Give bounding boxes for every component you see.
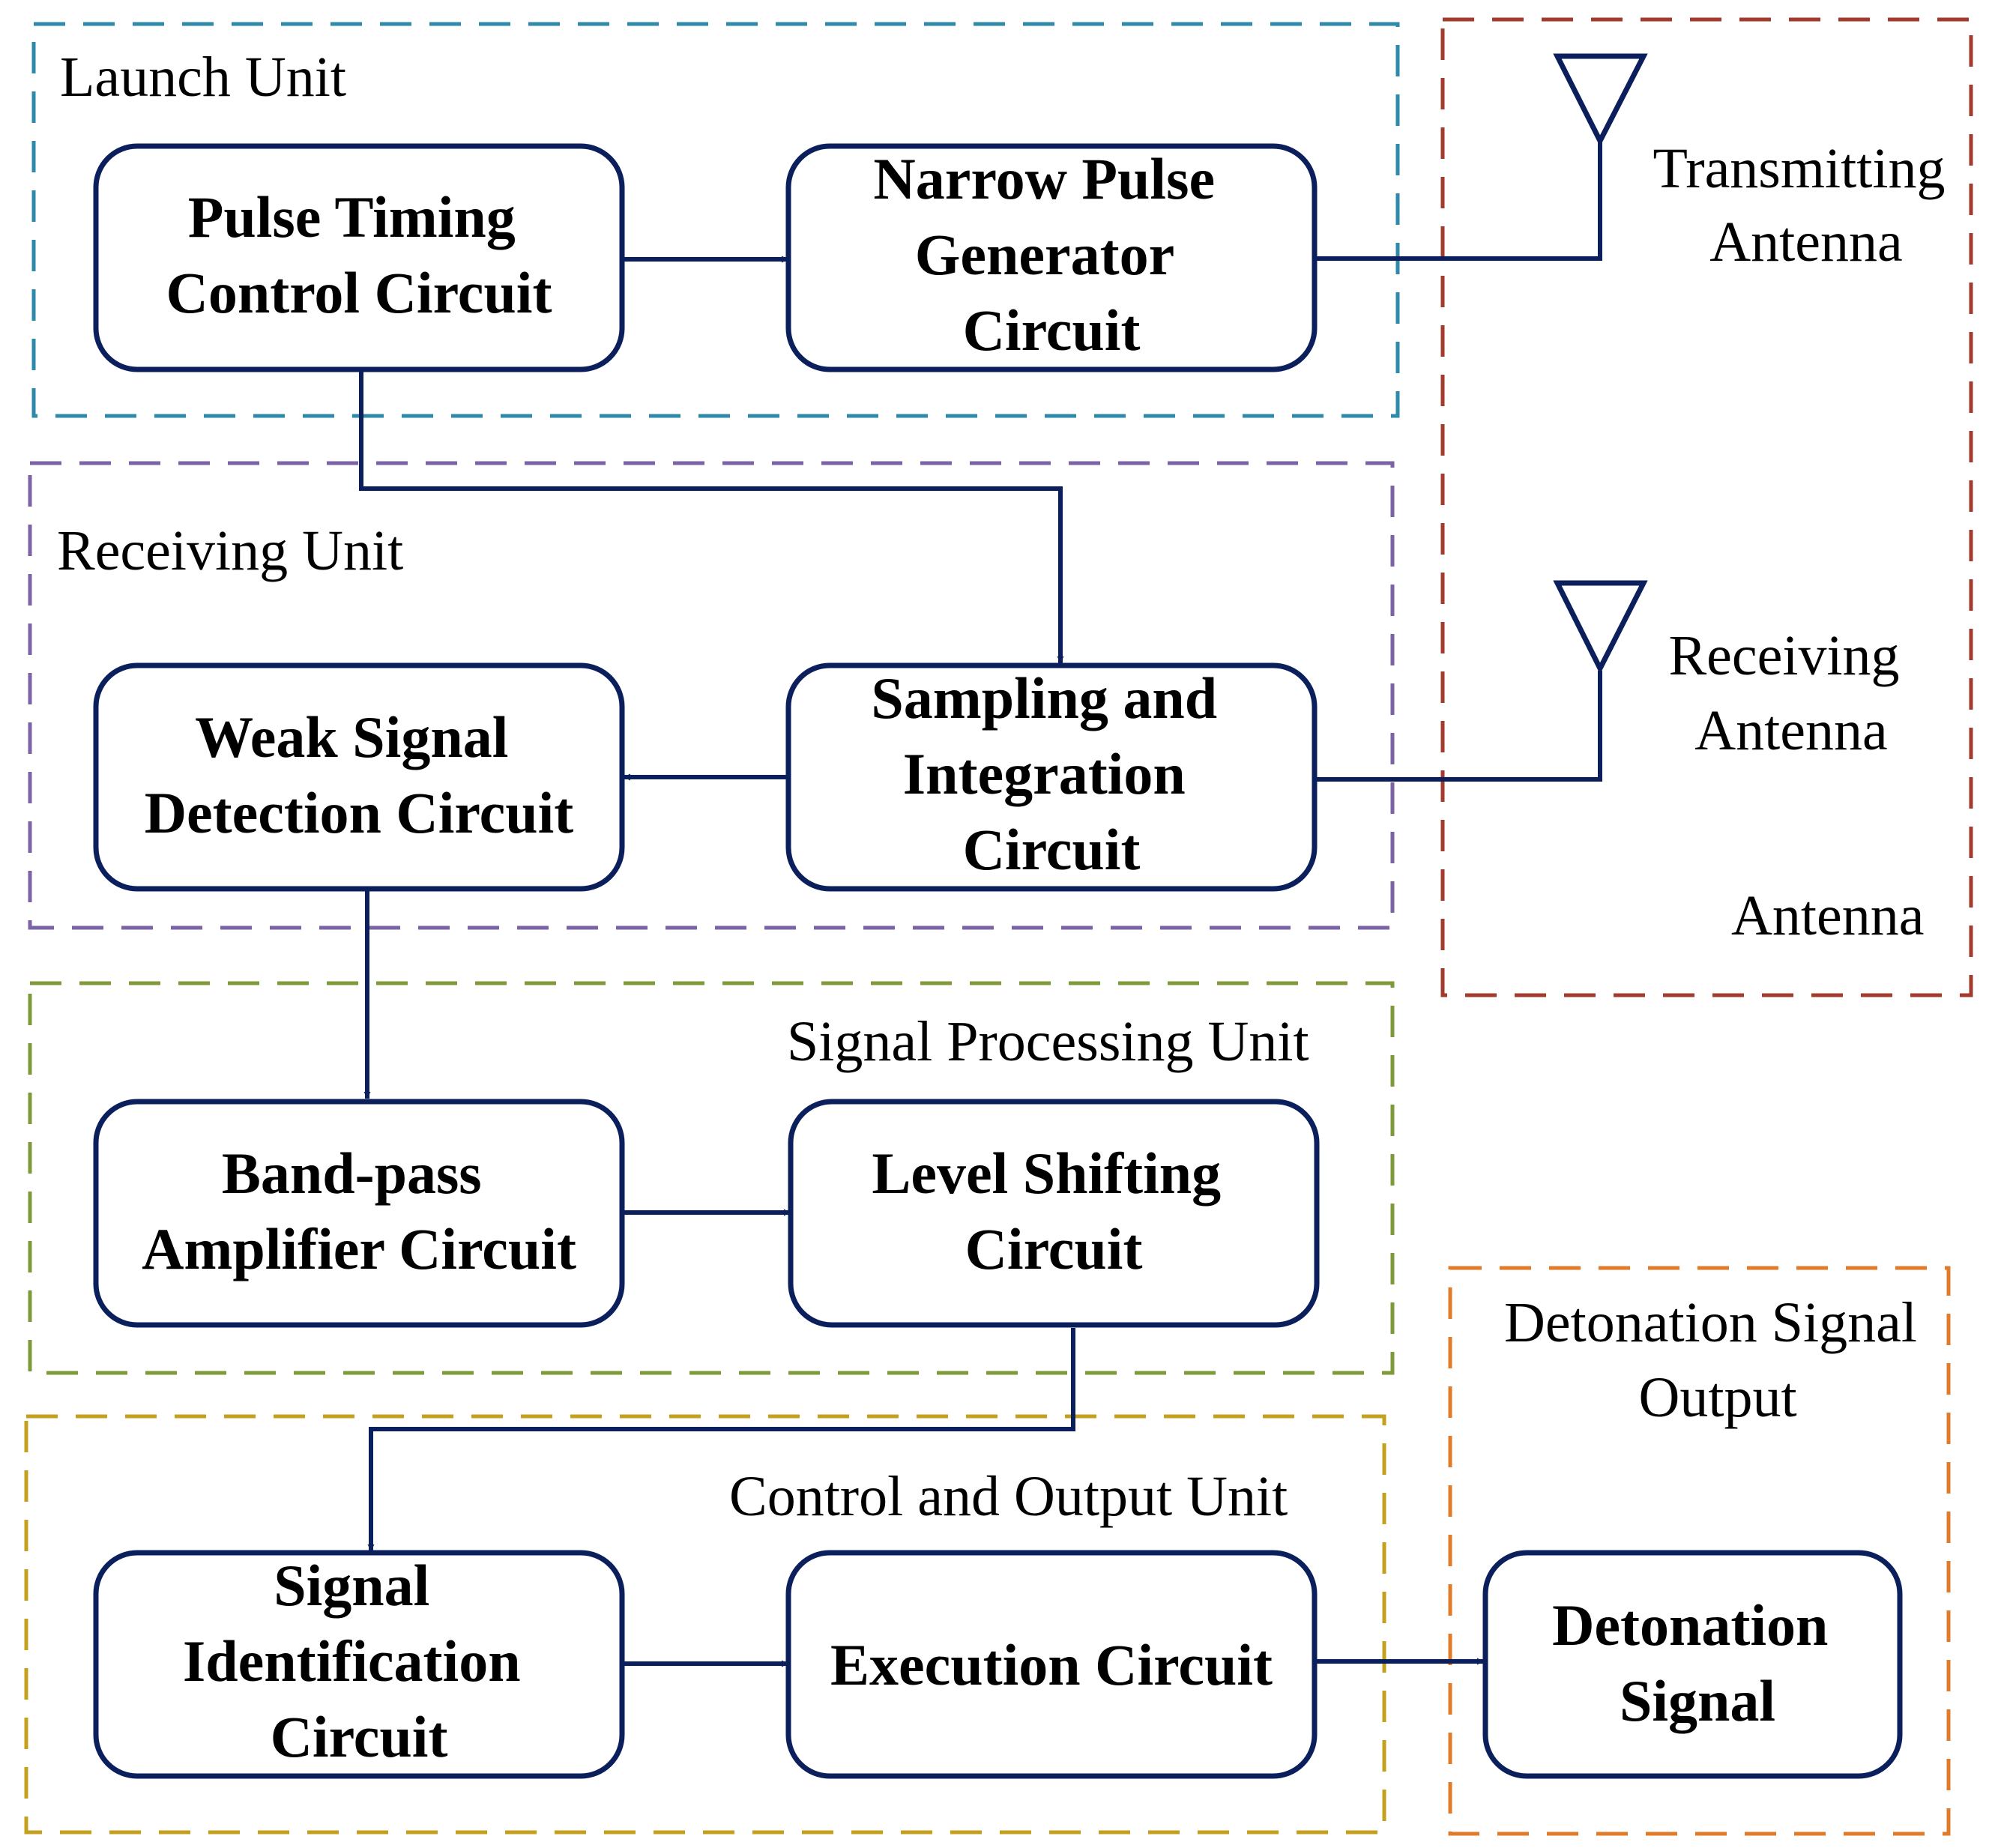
level-shifting-block: Level Shifting Circuit — [788, 1099, 1320, 1328]
bandpass-amplifier-block: Band-pass Amplifier Circuit — [93, 1099, 625, 1328]
execution-line-1: Execution Circuit — [830, 1632, 1273, 1697]
sampling-line-1: Sampling and — [871, 665, 1217, 731]
narrow-pulse-generator-block: Narrow Pulse Generator Circuit — [785, 143, 1318, 372]
wire-rx-antenna-to-sampling — [1315, 671, 1602, 782]
wire-narrow-to-tx-antenna — [1315, 142, 1602, 261]
svg-text:Detonation Signal: Detonation Signal — [1552, 1592, 1843, 1733]
receiving-antenna-label: Receiving Antenna — [1668, 624, 1913, 762]
sampling-line-3: Circuit — [963, 817, 1141, 882]
transmitting-antenna-label: Transmitting Antenna — [1653, 137, 1960, 274]
receiving-antenna-label-line-1: Receiving — [1668, 624, 1899, 687]
svg-text:Weak Signal Detection Ci: Weak Signal Detection Circuit — [145, 704, 574, 845]
svg-text:Execution Circuit: Execution Circuit — [830, 1632, 1273, 1697]
detonation-output-label: Detonation Signal Output — [1504, 1291, 1931, 1429]
signal-identification-line-1: Signal — [274, 1553, 429, 1618]
transmitting-antenna-label-line-2: Antenna — [1709, 211, 1902, 274]
signal-identification-block: Signal Identification Circuit — [93, 1550, 625, 1779]
signal-processing-unit-frame — [28, 981, 1395, 1375]
detonation-line-1: Detonation — [1552, 1592, 1828, 1658]
svg-text:Level Shifting Circuit: Level Shifting Circuit — [872, 1141, 1235, 1281]
svg-text:Pulse Timing Control Cir: Pulse Timing Control Circuit — [166, 184, 552, 325]
narrow-pulse-line-2: Generator — [915, 222, 1174, 287]
detonation-line-2: Signal — [1620, 1668, 1775, 1733]
level-shifting-line-1: Level Shifting — [872, 1141, 1221, 1206]
detonation-signal-block: Detonation Signal — [1482, 1550, 1903, 1779]
pulse-timing-line-2: Control Circuit — [166, 260, 552, 325]
launch-unit-label: Launch Unit — [60, 46, 346, 109]
receiving-unit-label: Receiving Unit — [57, 519, 403, 582]
transmitting-antenna-icon — [1553, 53, 1648, 147]
pulse-timing-control-block: Pulse Timing Control Circuit — [93, 143, 625, 372]
svg-text:Sampling and Integration: Sampling and Integration Circuit — [871, 665, 1231, 882]
signal-identification-line-2: Identification — [183, 1628, 521, 1694]
arrow-level-to-identification — [367, 1328, 1075, 1551]
bandpass-line-2: Amplifier Circuit — [142, 1216, 576, 1281]
svg-text:Signal Identification: Signal Identification Circuit — [183, 1553, 535, 1769]
control-output-unit-frame — [24, 1414, 1386, 1835]
launch-unit-frame — [31, 22, 1400, 418]
execution-circuit-block: Execution Circuit — [785, 1550, 1318, 1779]
receiving-antenna-icon — [1553, 580, 1648, 674]
antenna-group-label: Antenna — [1731, 884, 1924, 947]
sampling-integration-block: Sampling and Integration Circuit — [785, 662, 1318, 892]
sampling-line-2: Integration — [903, 741, 1186, 806]
svg-text:Band-pass Amplifier Circ: Band-pass Amplifier Circuit — [142, 1141, 576, 1281]
receiving-unit-frame — [28, 461, 1395, 930]
detonation-output-label-line-1: Detonation Signal — [1504, 1291, 1917, 1354]
signal-processing-unit-label: Signal Processing Unit — [787, 1010, 1309, 1073]
detonation-output-frame — [1448, 1266, 1951, 1836]
narrow-pulse-line-3: Circuit — [963, 298, 1141, 363]
arrow-pulse-to-sampling — [359, 371, 1064, 663]
weak-signal-line-1: Weak Signal — [195, 704, 508, 770]
transmitting-antenna-label-line-1: Transmitting — [1653, 137, 1946, 200]
detonation-output-label-line-2: Output — [1638, 1366, 1796, 1429]
narrow-pulse-line-1: Narrow Pulse — [873, 146, 1215, 211]
bandpass-line-1: Band-pass — [222, 1141, 482, 1206]
control-output-unit-label: Control and Output Unit — [729, 1465, 1288, 1528]
weak-signal-detection-block: Weak Signal Detection Circuit — [93, 662, 625, 892]
pulse-timing-line-1: Pulse Timing — [188, 184, 516, 250]
receiving-antenna-label-line-2: Antenna — [1694, 699, 1887, 762]
signal-identification-line-3: Circuit — [271, 1704, 448, 1769]
level-shifting-line-2: Circuit — [965, 1216, 1143, 1281]
weak-signal-line-2: Detection Circuit — [145, 780, 574, 845]
svg-text:Narrow Pulse Generator: Narrow Pulse Generator Circuit — [873, 146, 1229, 363]
antenna-frame — [1440, 17, 1973, 997]
